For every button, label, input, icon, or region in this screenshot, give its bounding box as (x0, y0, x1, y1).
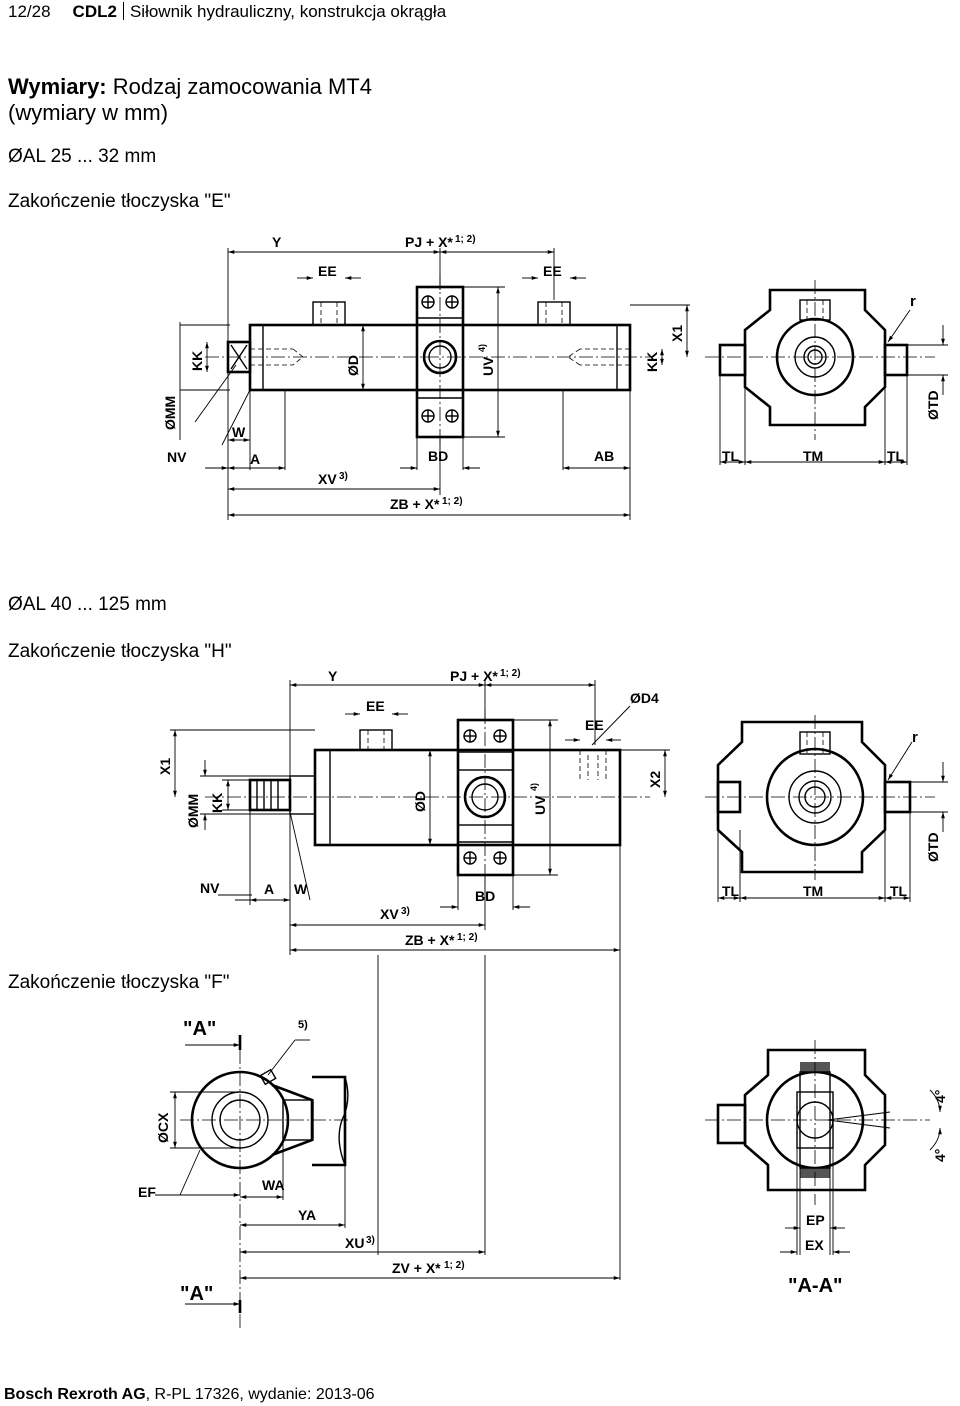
s1-dim-TD: ØTD (925, 390, 941, 420)
s3-section-A-top: "A" (183, 1018, 216, 1040)
s2-dim-ZB-sup: 1; 2) (457, 932, 478, 943)
s1-dim-PJ-sup: 1; 2) (455, 234, 476, 245)
s1-dim-BD: BD (428, 448, 448, 464)
s1-dim-EE1: EE (318, 263, 337, 279)
s1-dim-r: r (910, 293, 916, 310)
s1-dim-TM: TM (803, 448, 823, 464)
s2-dim-W: W (294, 881, 308, 897)
page-footer: Bosch Rexroth AG, R-PL 17326, wydanie: 2… (4, 1386, 375, 1404)
s3-dim-CX: ØCX (155, 1112, 171, 1143)
s2-dim-XV-sup: 3) (401, 906, 410, 917)
s3-dim-ZV: ZV + X* (392, 1260, 441, 1276)
footer-doc: , R-PL 17326, wydanie: 2013-06 (145, 1386, 375, 1403)
section2-rod-end: Zakończenie tłoczyska "H" (8, 641, 232, 662)
title-units: (wymiary w mm) (8, 100, 169, 125)
s3-angle-2: 4° (932, 1149, 948, 1162)
s3-dim-WA: WA (262, 1177, 285, 1193)
s3-dim-EP: EP (806, 1212, 825, 1228)
s2-dim-X2: X2 (647, 771, 663, 788)
s1-dim-D: ØD (345, 355, 361, 376)
s2-dim-EE2: EE (585, 717, 604, 733)
section1-end-view: r ØTD TL TM TL (705, 280, 948, 465)
s1-dim-TL2: TL (887, 448, 905, 464)
s2-dim-UV-sup: 4) (529, 783, 539, 791)
s3-dim-YA: YA (298, 1207, 316, 1223)
s3-view-AA-label: "A-A" (788, 1275, 843, 1297)
s2-dim-BD: BD (475, 888, 495, 904)
s3-dim-EF: EF (138, 1184, 156, 1200)
page-number: 12/28 (8, 2, 51, 21)
s2-dim-KK: KK (209, 793, 225, 813)
s2-dim-TD: ØTD (925, 832, 941, 862)
s2-dim-X1: X1 (157, 758, 173, 775)
section2-range: ØAL 40 ... 125 mm (8, 594, 167, 615)
s1-dim-MM: ØMM (162, 396, 178, 430)
s1-dim-KK2: KK (644, 352, 660, 372)
s1-dim-XV: XV (318, 471, 337, 487)
s1-dim-Y: Y (272, 234, 282, 250)
section1-range: ØAL 25 ... 32 mm (8, 146, 157, 167)
s1-dim-ZB: ZB + X* (390, 496, 440, 512)
s3-note-5: 5) (298, 1019, 308, 1031)
s2-dim-UV: UV (532, 795, 548, 815)
s2-dim-A: A (264, 881, 274, 897)
section3-view-AA: EP EX "A-A" 4° 4° (705, 1040, 948, 1297)
footer-company: Bosch Rexroth AG (4, 1386, 146, 1403)
s1-dim-X1: X1 (669, 325, 685, 342)
s1-dim-A: A (250, 451, 260, 467)
s1-dim-EE2: EE (543, 263, 562, 279)
s2-dim-Y: Y (328, 668, 338, 684)
s2-dim-TL1: TL (722, 883, 740, 899)
header-divider (122, 2, 124, 20)
s2-dim-PJ: PJ + X* (450, 668, 498, 684)
s2-dim-D4: ØD4 (630, 690, 659, 706)
s3-section-A-bottom: "A" (180, 1283, 213, 1305)
product-code: CDL2 (72, 2, 117, 21)
page-title: Wymiary: Rodzaj zamocowania MT4 (wymiary… (8, 74, 372, 126)
s3-dim-XU: XU (345, 1235, 364, 1251)
s2-dim-PJ-sup: 1; 2) (500, 668, 521, 679)
section3-rod-end: Zakończenie tłoczyska "F" (8, 972, 230, 993)
s2-dim-EE1: EE (366, 698, 385, 714)
s1-dim-PJ: PJ + X* (405, 234, 453, 250)
s1-dim-NV: NV (167, 449, 187, 465)
s1-dim-W: W (232, 424, 246, 440)
s1-dim-AB: AB (594, 448, 614, 464)
section2-side-view: Y PJ + X* 1; 2) ØD4 EE EE X1 ØMM KK ØD U… (157, 668, 670, 955)
s2-dim-TM: TM (803, 883, 823, 899)
s3-dim-XU-sup: 3) (366, 1235, 375, 1246)
section1-rod-end: Zakończenie tłoczyska "E" (8, 191, 231, 212)
section3-rod-eye: "A" 5) ØCX EF WA YA XU 3) ZV + X* 1; 2) … (138, 955, 621, 1330)
s2-dim-TL2: TL (890, 883, 908, 899)
s2-dim-XV: XV (380, 906, 399, 922)
s2-dim-r: r (912, 729, 918, 746)
title-bold: Wymiary: (8, 74, 107, 99)
s3-dim-ZV-sup: 1; 2) (444, 1260, 465, 1271)
page-header: 12/28 CDL2 Siłownik hydrauliczny, konstruk… (8, 2, 446, 22)
s1-dim-ZB-sup: 1; 2) (442, 496, 463, 507)
section2-end-view: r ØTD TL TM TL (705, 715, 948, 902)
s1-dim-XV-sup: 3) (339, 471, 348, 482)
s2-dim-MM: ØMM (185, 794, 201, 828)
s1-dim-KK1: KK (189, 351, 205, 371)
section1-side-view: Y PJ + X* 1; 2) EE EE ØD UV 4) KK ØMM KK… (162, 234, 690, 520)
s3-angle-1: 4° (932, 1090, 948, 1103)
s2-dim-D: ØD (412, 791, 428, 812)
product-title: Siłownik hydrauliczny, konstrukcja okrąg… (129, 2, 447, 21)
s2-dim-ZB: ZB + X* (405, 932, 455, 948)
s1-dim-UV: UV (480, 356, 496, 376)
title-rest: Rodzaj zamocowania MT4 (106, 74, 372, 99)
s2-dim-NV: NV (200, 880, 220, 896)
s3-dim-EX: EX (805, 1237, 824, 1253)
s1-dim-TL1: TL (722, 448, 740, 464)
s1-dim-UV-sup: 4) (477, 344, 487, 352)
